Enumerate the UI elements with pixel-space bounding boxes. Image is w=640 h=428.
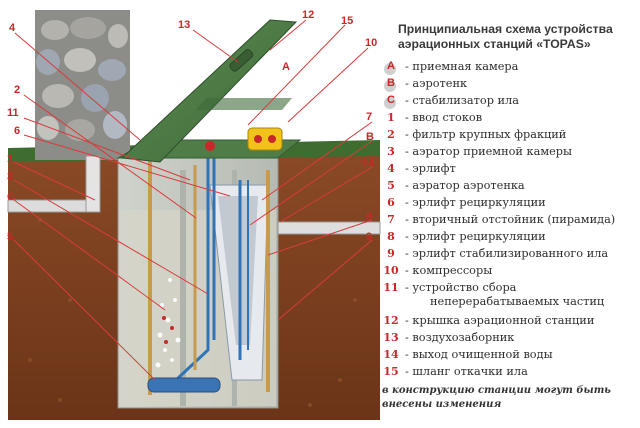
legend-key: 6 [387, 195, 395, 209]
legend-item-13: 13 - воздухозаборник [382, 329, 514, 345]
legend-text: - компрессоры [405, 263, 493, 277]
legend-item-8: 8 - эрлифт рециркуляции [382, 228, 546, 244]
footnote: в конструкцию станции могут быть внесены… [382, 385, 611, 410]
legend-key: 5 [387, 178, 395, 192]
legend-key: 3 [387, 144, 395, 158]
legend-key: 14 [383, 347, 399, 361]
outlet-pipe [264, 221, 381, 235]
stone-wall [35, 10, 130, 160]
callout-labels: 13 12 15 10 4 A 2 11 6 7 B 14 1 3 C 8 9 … [7, 9, 377, 243]
inlet-pipe [7, 155, 101, 213]
legend-key: 7 [387, 212, 395, 226]
diagram-title: Принципиальная схема устройства аэрацион… [398, 22, 613, 51]
legend-key: 9 [387, 246, 395, 260]
legend-item-5: 5 - аэратор аэротенка [382, 177, 525, 193]
callout-a: A [282, 61, 290, 73]
callout-13: 13 [178, 19, 190, 31]
legend-key: A [382, 60, 400, 75]
legend-item-4: 4 - эрлифт [382, 160, 456, 176]
legend-text: - выход очищенной воды [405, 347, 553, 361]
callout-14: 14 [362, 157, 375, 169]
callout-7: 7 [366, 111, 372, 123]
callout-11: 11 [7, 107, 19, 119]
callout-b: B [366, 131, 374, 143]
callout-4: 4 [9, 22, 16, 34]
legend-text: - эрлифт рециркуляции [405, 229, 546, 243]
legend-item-9: 9 - эрлифт стабилизированного ила [382, 245, 608, 261]
callout-6: 6 [14, 125, 20, 137]
legend-text: - аэратор аэротенка [405, 178, 525, 192]
callout-5: 5 [7, 231, 13, 243]
air-intake [229, 49, 254, 72]
legend-text: - шланг откачки ила [405, 364, 528, 378]
legend-key: 12 [383, 313, 399, 327]
legend-item-3: 3 - аэратор приемной камеры [382, 143, 572, 159]
callout-15: 15 [341, 15, 353, 27]
legend-key: 2 [387, 127, 395, 141]
legend-key: 15 [383, 364, 399, 378]
legend-text: - аэротенк [405, 76, 468, 90]
soil-texture [28, 218, 357, 407]
legend-key: B [382, 77, 400, 92]
callout-2: 2 [14, 84, 20, 96]
legend-text: - эрлифт рециркуляции [405, 195, 546, 209]
air-line [174, 158, 210, 382]
callout-12: 12 [302, 9, 314, 21]
legend-key: 8 [387, 229, 395, 243]
legend-item-10: 10 - компрессоры [382, 262, 492, 278]
legend-key: 4 [387, 161, 395, 175]
legend-text: - фильтр крупных фракций [405, 127, 567, 141]
legend-item-1: 1 - ввод стоков [382, 109, 482, 125]
legend-text: - устройство сбора [405, 280, 517, 294]
legend-item-b: B - аэротенк [382, 75, 468, 92]
legend-item-a: A - приемная камера [382, 58, 519, 75]
legend-text: - воздухозаборник [405, 330, 515, 344]
legend-item-c: C - стабилизатор ила [382, 92, 519, 109]
callout-8: 8 [366, 211, 372, 223]
legend-text: - эрлифт [405, 161, 456, 175]
compressors [247, 127, 283, 151]
legend-key: C [382, 94, 400, 109]
legend-key: 1 [387, 110, 395, 124]
legend-item-7: 7 - вторичный отстойник (пирамида) [382, 211, 615, 227]
callout-1: 1 [7, 153, 13, 165]
callout-c: C [7, 191, 15, 203]
bubbles-red [162, 316, 174, 344]
legend-text: - приемная камера [405, 59, 519, 73]
legend-text: - аэратор приемной камеры [405, 144, 573, 158]
leader-lines [13, 19, 373, 381]
legend-key: 10 [383, 263, 399, 277]
scene [7, 10, 381, 420]
legend-item-12: 12 - крышка аэрационной станции [382, 312, 594, 328]
bubbles [155, 278, 181, 368]
legend-item-15: 15 - шланг откачки ила [382, 363, 528, 379]
legend-item-6: 6 - эрлифт рециркуляции [382, 194, 546, 210]
tank [116, 139, 302, 409]
callout-10: 10 [365, 37, 377, 49]
callout-3: 3 [7, 171, 13, 183]
legend-key: 11 [383, 280, 399, 294]
legend-text: - стабилизатор ила [405, 93, 519, 107]
station-lid [120, 19, 298, 163]
callout-9: 9 [366, 231, 372, 243]
legend-text: - эрлифт стабилизированного ила [405, 246, 609, 260]
aerator [147, 377, 221, 393]
legend-text: - ввод стоков [405, 110, 483, 124]
legend-key: 13 [383, 330, 399, 344]
legend-text: - крышка аэрационной станции [405, 313, 595, 327]
legend-item-2: 2 - фильтр крупных фракций [382, 126, 566, 142]
legend-text: - вторичный отстойник (пирамида) [405, 212, 616, 226]
legend-item-14: 14 - выход очищенной воды [382, 346, 553, 362]
legend-text-continued: неперерабатываемых частиц [430, 295, 605, 308]
